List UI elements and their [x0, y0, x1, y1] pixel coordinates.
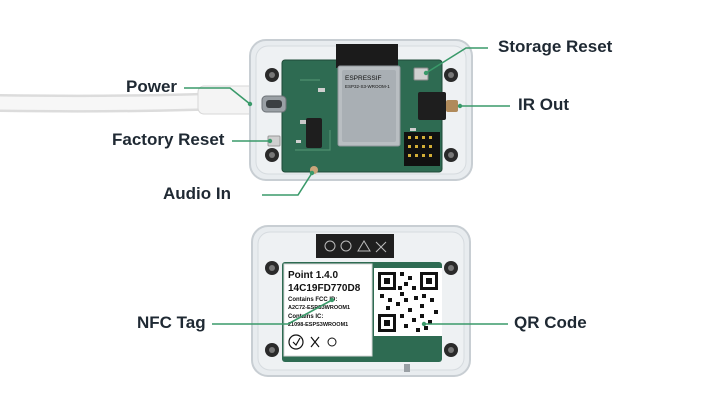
compliance-strip — [316, 234, 394, 258]
power-callout-line — [184, 87, 251, 105]
header-pins — [404, 132, 440, 166]
audio-in-label: Audio In — [163, 184, 231, 203]
label-serial: 14C19FD770D8 — [288, 283, 361, 294]
label-fcc-heading: Contains FCC ID: — [288, 297, 337, 303]
esp32-module: ESPRESSIF ESP32-S3-WROOM-1 — [337, 65, 401, 147]
label-fcc-id: A2C72-ESPS3WROOM1 — [288, 305, 350, 311]
audio-in-callout-line — [262, 172, 313, 196]
storage-reset-callout-line — [425, 47, 488, 74]
storage-reset-button — [413, 67, 429, 81]
factory-reset-label: Factory Reset — [112, 130, 225, 149]
qr-code-graphic — [374, 268, 442, 336]
callout-lines — [184, 47, 510, 327]
nfc-tag-callout-line — [212, 299, 333, 325]
product-label: Point 1.4.0 14C19FD770D8 Contains FCC ID… — [283, 263, 373, 357]
power-label: Power — [126, 77, 178, 96]
nfc-tag-label: NFC Tag — [137, 313, 206, 332]
ir-out-port — [446, 100, 458, 112]
ir-jack — [418, 92, 446, 120]
label-ic-heading: Contains IC: — [288, 314, 323, 320]
label-ic-id: 21098-ESPS3WROOM1 — [288, 322, 348, 328]
ir-out-label: IR Out — [518, 95, 569, 114]
label-title: Point 1.4.0 — [288, 270, 338, 281]
qr-code-label: QR Code — [514, 313, 587, 332]
audio-jack — [306, 118, 322, 148]
storage-reset-label: Storage Reset — [498, 37, 613, 56]
chip-model: ESP32-S3-WROOM-1 — [345, 84, 390, 89]
usb-cable — [0, 85, 259, 115]
antenna — [336, 44, 398, 68]
nfc-tag-marker — [327, 337, 337, 347]
chip-brand: ESPRESSIF — [345, 75, 382, 82]
weee-bin-icon — [310, 336, 320, 348]
compliance-mark-icon — [288, 334, 304, 350]
bottom-notch — [404, 364, 410, 372]
